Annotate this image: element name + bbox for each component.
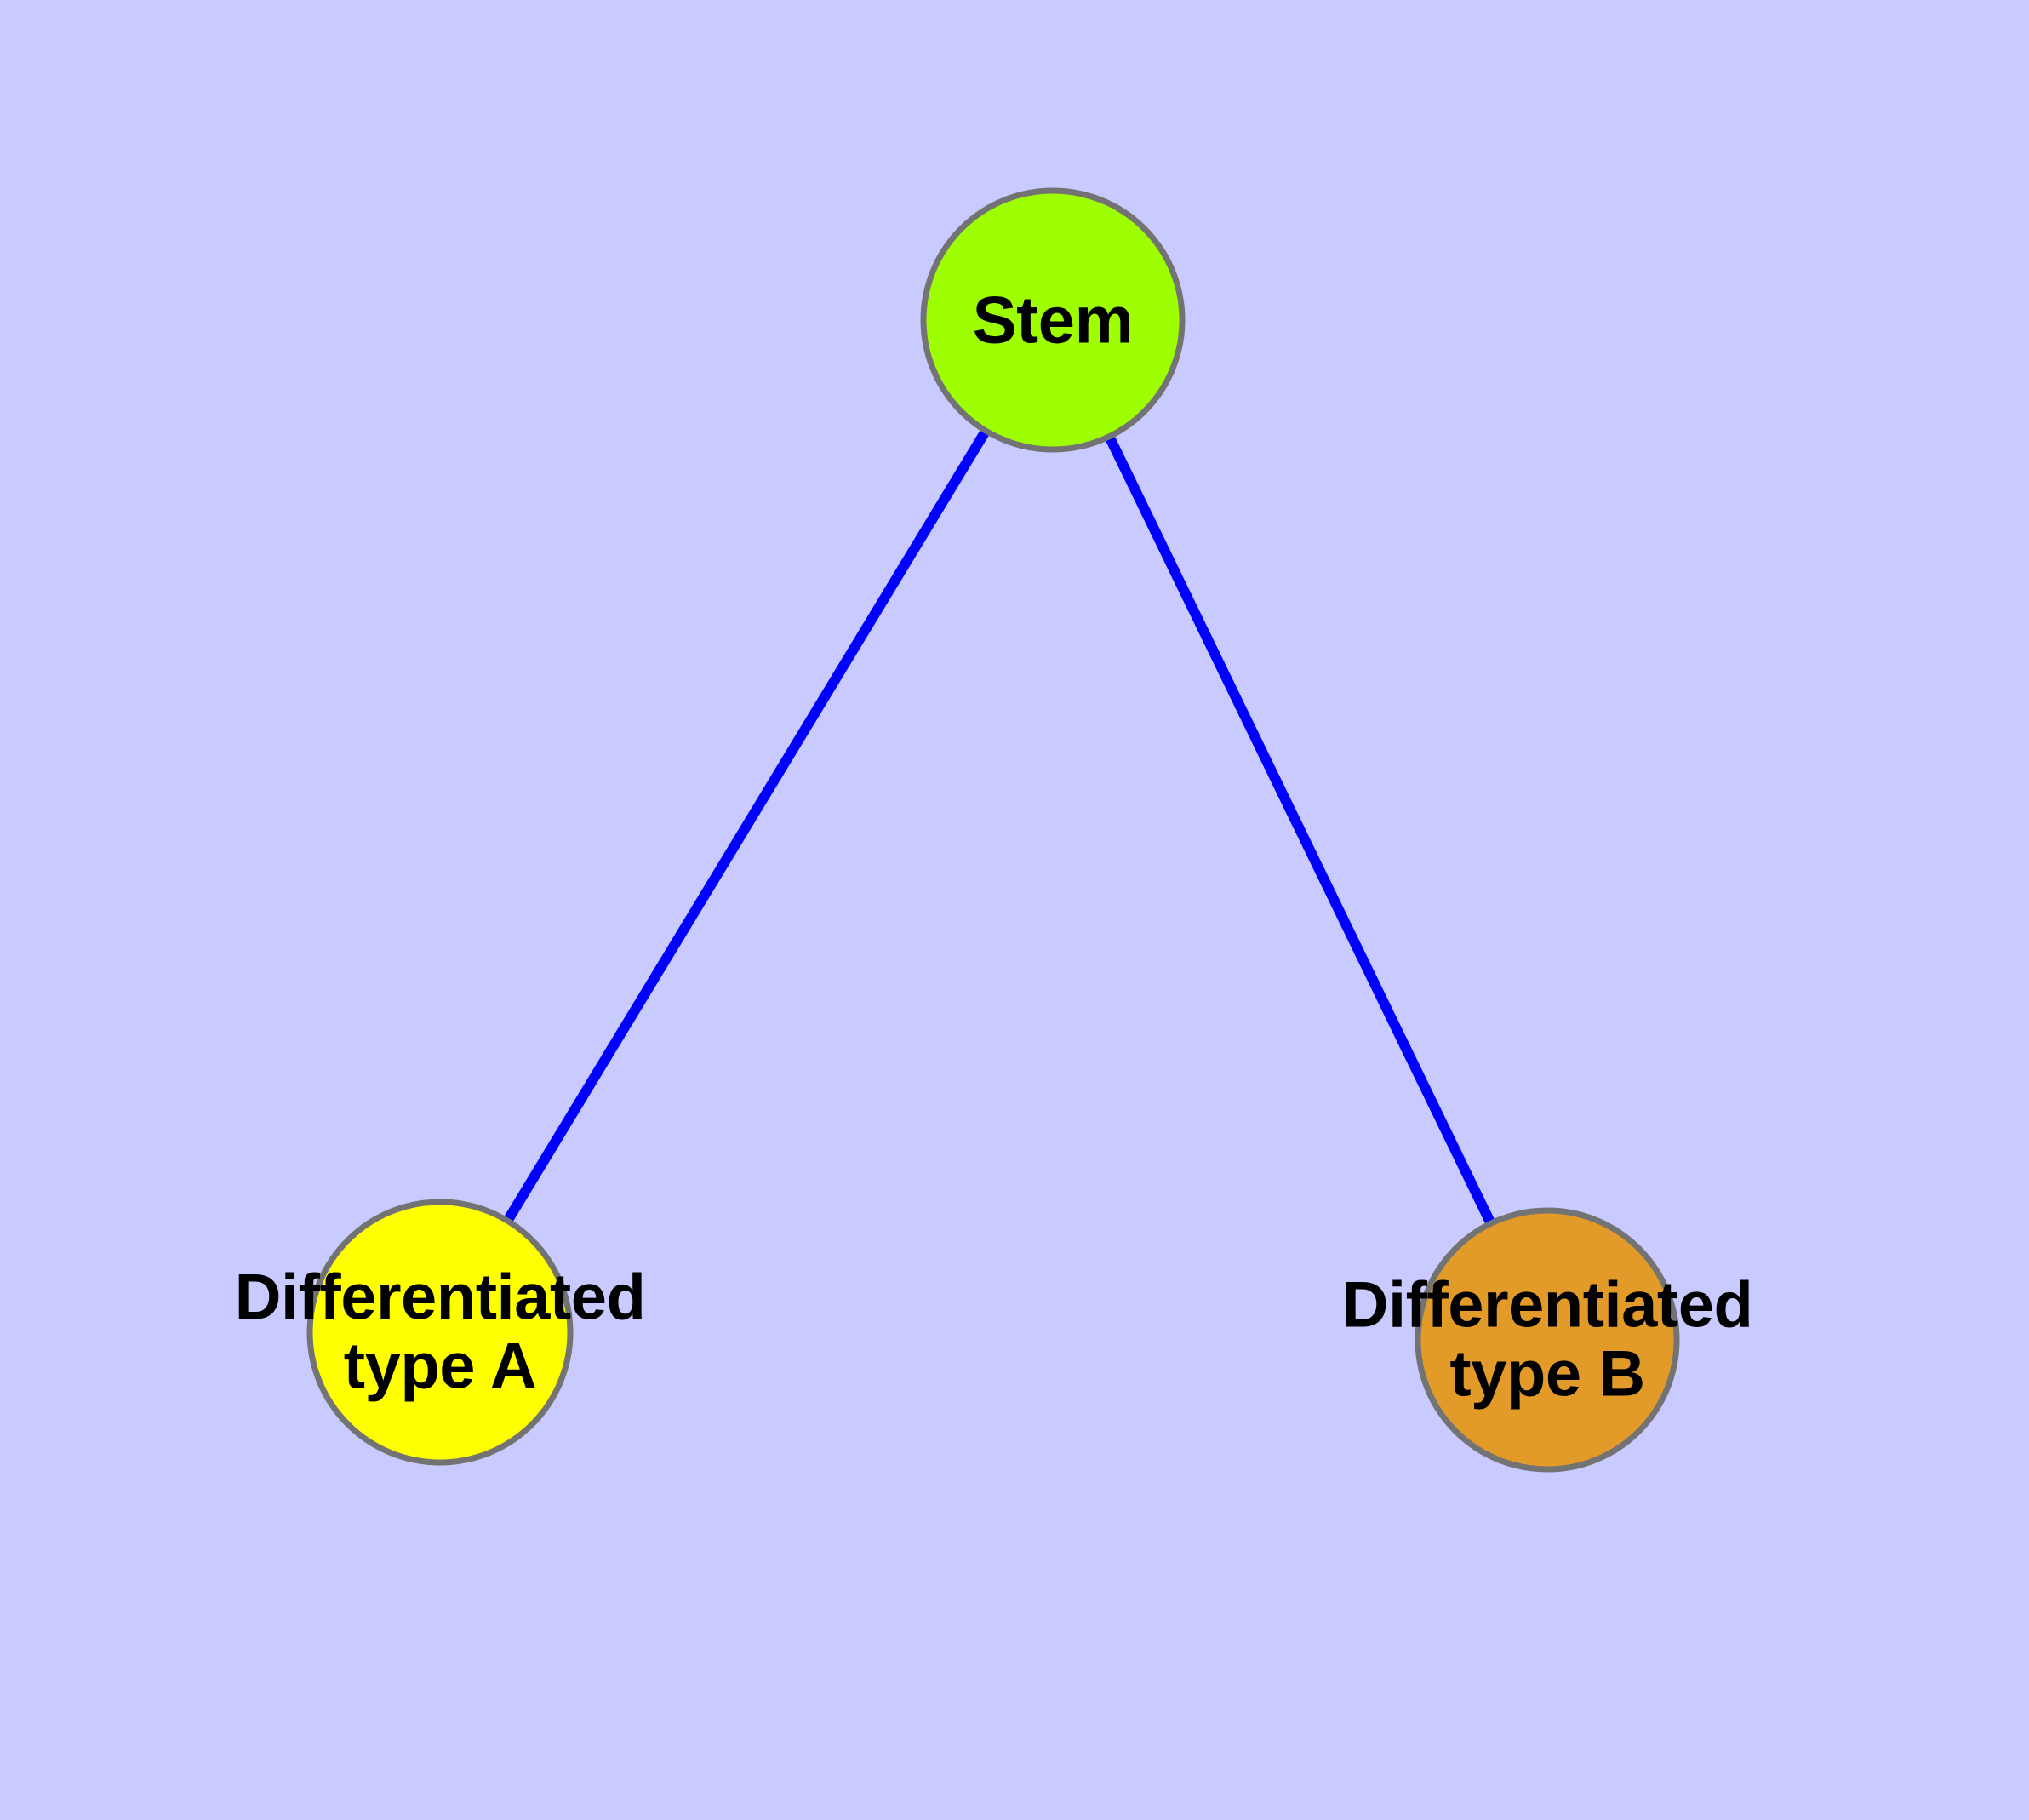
edge-layer	[502, 426, 1496, 1228]
graph-node-diff-a[interactable]	[306, 1199, 574, 1466]
node-layer	[306, 187, 1680, 1473]
graph-edge-stem-to-diff-a	[502, 426, 992, 1225]
graph-edge-stem-to-diff-b	[1104, 432, 1496, 1228]
graph-node-diff-b[interactable]	[1415, 1207, 1680, 1473]
graph-node-stem[interactable]	[920, 187, 1186, 453]
